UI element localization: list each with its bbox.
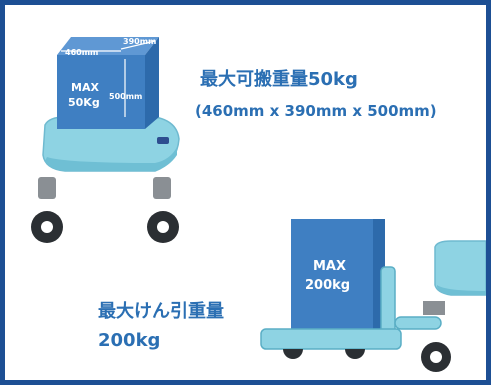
robot-mount <box>423 301 445 315</box>
cart-crate <box>291 219 373 329</box>
box-max-label: MAX <box>71 81 99 94</box>
tow-robot-shade <box>437 285 486 295</box>
robots-illustration: 460mm 390mm 500mm MAX 50Kg MAX 200kg <box>31 37 486 372</box>
box-width-label: 460mm <box>65 48 98 57</box>
box-max-value: 50Kg <box>68 96 100 109</box>
sensor-icon <box>157 137 169 144</box>
box-depth-label: 390mm <box>123 37 156 46</box>
right-wheel-hub <box>157 221 169 233</box>
cart-deck <box>260 328 402 350</box>
crate-max-value: 200kg <box>305 278 350 293</box>
payload-spec-title: 最大可搬重量50kg <box>200 69 358 90</box>
carrier-robot: 460mm 390mm 500mm MAX 50Kg <box>31 37 180 243</box>
payload-spec-dimensions: (460mm x 390mm x 500mm) <box>195 102 437 120</box>
rear-caster-mount <box>38 177 56 199</box>
towing-spec-value: 200kg <box>98 330 161 351</box>
box-height-label: 500mm <box>109 92 142 101</box>
tow-robot-body <box>434 240 486 296</box>
left-wheel-hub <box>41 221 53 233</box>
crate-max-label: MAX <box>313 259 346 274</box>
cart-wheel-right <box>345 349 365 359</box>
box-side <box>145 37 159 129</box>
towing-spec-title: 最大けん引重量 <box>98 301 224 322</box>
box-front <box>57 55 145 129</box>
tow-robot-wheel-hub <box>430 351 442 363</box>
illustration-panel: 460mm 390mm 500mm MAX 50Kg MAX 200kg <box>5 5 486 380</box>
towing-robot: MAX 200kg <box>260 219 486 372</box>
depth-arrow <box>120 40 156 50</box>
robot-body-shade <box>45 147 177 171</box>
tow-bar <box>394 316 442 330</box>
cart-handle-post <box>380 266 396 334</box>
front-caster-mount <box>153 177 171 199</box>
cart-wheel-left <box>283 349 303 359</box>
